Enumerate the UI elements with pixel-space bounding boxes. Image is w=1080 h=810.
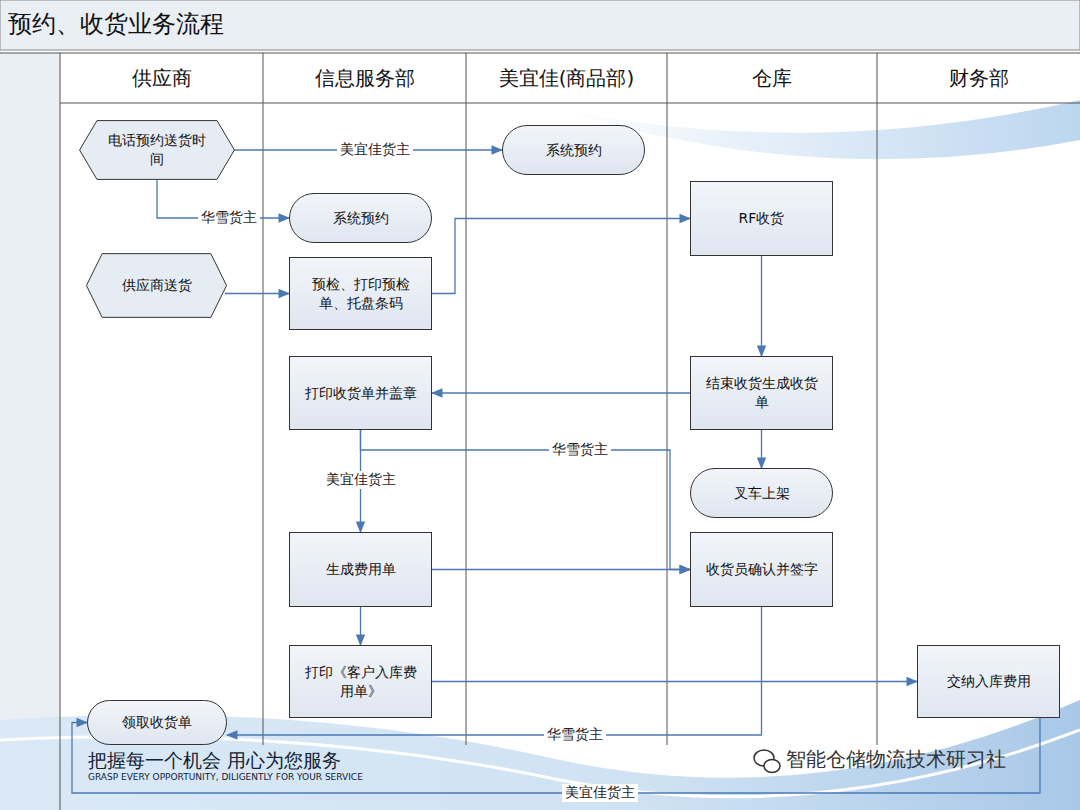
node-text: 打印收货单并盖章 (305, 384, 417, 403)
rounded-box: 系统预约 (289, 193, 432, 243)
lane-header: 财务部 (877, 53, 1080, 103)
lane-header: 供应商 (60, 53, 263, 103)
node-text: 财务部 (949, 65, 1009, 92)
lane-header: 美宜佳(商品部) (466, 53, 667, 103)
rounded-box: 系统预约 (502, 125, 645, 175)
process-box: RF收货 (690, 181, 833, 256)
hexagon-box: 电话预约送货时间 (78, 120, 236, 180)
flow-arrow (432, 392, 690, 393)
node-text: RF收货 (739, 209, 785, 228)
rounded-box: 叉车上架 (690, 468, 833, 518)
node-text: 结束收货生成收货单 (699, 374, 824, 412)
lane-line (667, 53, 668, 745)
flow-arrow (432, 219, 690, 294)
process-box: 预检、打印预检单、托盘条码 (289, 257, 432, 330)
node-text: 系统预约 (333, 209, 389, 228)
edge-label: 华雪货主 (544, 726, 606, 744)
edge-label: 华雪货主 (198, 209, 260, 227)
rounded-box: 领取收货单 (87, 700, 227, 745)
node-text: 电话预约送货时间 (102, 131, 212, 169)
header-bottom (60, 103, 1080, 104)
edge-label: 华雪货主 (549, 441, 611, 459)
hexagon-outline (78, 120, 236, 180)
flow-arrow (360, 607, 361, 645)
node-text: 收货员确认并签字 (706, 560, 818, 579)
node-text: 领取收货单 (122, 713, 192, 732)
node-text: 信息服务部 (315, 65, 415, 92)
lane-header: 信息服务部 (263, 53, 466, 103)
process-box: 收货员确认并签字 (690, 532, 833, 607)
slogan-text: GRASP EVERY OPPORTUNITY, DILIGENTLY FOR … (88, 772, 363, 782)
node-text: 叉车上架 (734, 484, 790, 503)
title-bar (0, 0, 1080, 50)
lane-header: 仓库 (667, 53, 877, 103)
flow-arrow (225, 293, 289, 294)
flow-arrow (432, 569, 690, 570)
process-box: 打印《客户入库费用单》 (289, 645, 432, 718)
flow-arrow (761, 256, 762, 356)
node-text: 仓库 (752, 65, 792, 92)
edge-label: 美宜佳货主 (323, 471, 399, 489)
node-text: 供应商 (132, 65, 192, 92)
node-text: 交纳入库费用 (947, 672, 1031, 691)
node-text: 打印《客户入库费用单》 (298, 663, 423, 701)
flow-arrow (432, 681, 917, 682)
watermark: 智能仓储物流技术研习社 (786, 746, 1006, 773)
process-box: 打印收货单并盖章 (289, 356, 432, 430)
hexagon-box: 供应商送货 (85, 253, 228, 318)
diagram-title: 预约、收货业务流程 (8, 8, 224, 40)
slogan-text: 把握每一个机会 用心为您服务 (88, 748, 341, 774)
process-box: 生成费用单 (289, 532, 432, 607)
process-box: 结束收货生成收货单 (690, 356, 833, 430)
flow-arrow (761, 430, 762, 468)
lane-line (466, 53, 467, 745)
header-top (0, 53, 1080, 54)
flow-arrow (227, 607, 762, 735)
lane-line (877, 53, 878, 745)
wechat-icon (754, 750, 780, 773)
node-text: 预检、打印预检单、托盘条码 (298, 275, 423, 313)
node-text: 供应商送货 (122, 276, 192, 295)
node-text: 系统预约 (546, 141, 602, 160)
node-text: 生成费用单 (326, 560, 396, 579)
lane-line (60, 53, 61, 810)
edge-label: 美宜佳货主 (337, 141, 413, 159)
process-box: 交纳入库费用 (917, 645, 1060, 718)
edge-label: 美宜佳货主 (562, 784, 638, 802)
lane-line (263, 53, 264, 745)
node-text: 美宜佳(商品部) (499, 65, 635, 92)
left-strip (0, 53, 60, 810)
